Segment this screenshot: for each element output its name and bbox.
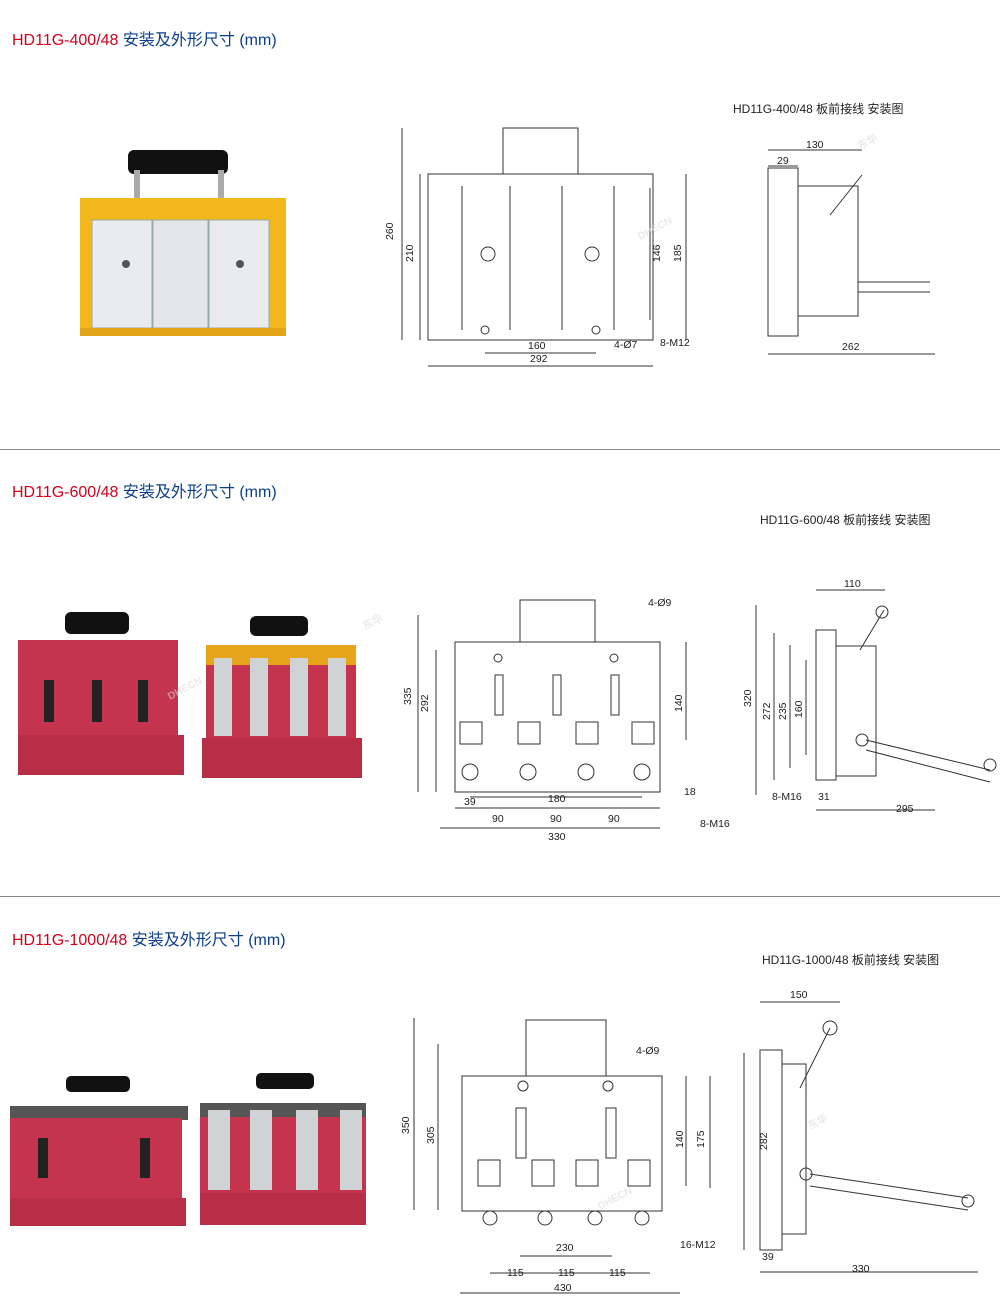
dim-90-c: 90 <box>608 813 620 825</box>
dim-282: 282 <box>758 1132 770 1150</box>
watermark-brand: DHECN <box>166 675 205 703</box>
side-drawing-400 <box>767 149 935 355</box>
drawing-title-600: HD11G-600/48 板前接线 安装图 <box>760 513 931 527</box>
dim-330-side: 330 <box>852 1263 870 1275</box>
watermark-brand: DHECN <box>636 215 675 243</box>
dim-140: 140 <box>674 1130 686 1148</box>
model-label: HD11G-600/48 <box>12 484 119 501</box>
watermark-cn: 东华 <box>360 611 385 633</box>
drawing-title-1000: HD11G-1000/48 板前接线 安装图 <box>762 953 940 967</box>
dim-350: 350 <box>400 1116 412 1134</box>
section-divider-1 <box>0 449 1000 450</box>
desc-label: 安装及外形尺寸 (mm) <box>118 32 277 49</box>
watermark-brand: DHECN <box>596 1185 635 1213</box>
dim-bolts-1000: 16-M12 <box>680 1239 716 1251</box>
dim-146: 146 <box>651 244 663 262</box>
product-photo-1000-b <box>200 1073 366 1225</box>
dim-210: 210 <box>404 244 416 262</box>
dim-185: 185 <box>672 244 684 262</box>
side-drawing-1000 <box>743 1001 978 1273</box>
dim-330: 330 <box>548 831 566 843</box>
dim-29: 29 <box>777 155 789 167</box>
dim-115-c: 115 <box>609 1267 626 1279</box>
drawing-title-400: HD11G-400/48 板前接线 安装图 <box>733 102 904 116</box>
dim-260: 260 <box>384 222 396 240</box>
front-drawing-1000 <box>413 1018 711 1294</box>
watermark-cn: 东华 <box>855 131 880 153</box>
dim-305: 305 <box>425 1126 437 1144</box>
product-photo-1000-a <box>10 1076 188 1226</box>
desc-label: 安装及外形尺寸 (mm) <box>118 484 277 501</box>
dim-160: 160 <box>528 340 546 352</box>
dim-180: 180 <box>548 793 566 805</box>
product-photo-600-b <box>202 616 362 778</box>
dim-holes-1000: 4-Ø9 <box>636 1045 660 1057</box>
section-1000-graphics: 4-Ø9 350 305 140 175 230 16-M12 115 115 … <box>10 989 978 1294</box>
section-400-graphics: 260 210 146 185 160 292 4-Ø7 8-M12 130 2… <box>80 127 935 367</box>
dim-holes-400: 4-Ø7 <box>614 339 638 351</box>
dim-335: 335 <box>402 687 414 705</box>
dim-430: 430 <box>554 1282 572 1294</box>
dim-bolts-400: 8-M12 <box>660 337 690 349</box>
dim-holes-600: 4-Ø9 <box>648 597 672 609</box>
dim-115-b: 115 <box>558 1267 575 1279</box>
dim-18: 18 <box>684 786 696 798</box>
watermark-cn: 东华 <box>805 1111 830 1133</box>
section-600-graphics: 4-Ø9 335 292 140 180 39 18 90 90 90 330 … <box>18 578 997 843</box>
dim-39: 39 <box>762 1251 774 1263</box>
dim-150: 150 <box>790 989 808 1001</box>
dim-272: 272 <box>761 702 773 720</box>
dim-31: 31 <box>818 791 830 803</box>
dim-160: 160 <box>793 700 805 718</box>
dim-235: 235 <box>777 702 789 720</box>
dim-90-b: 90 <box>550 813 562 825</box>
dim-262: 262 <box>842 341 860 353</box>
side-drawing-600 <box>755 589 997 811</box>
model-label: HD11G-400/48 <box>12 32 119 49</box>
section-divider-2 <box>0 896 1000 897</box>
dim-230: 230 <box>556 1242 574 1254</box>
dim-295: 295 <box>896 803 914 815</box>
dim-39: 39 <box>464 796 476 808</box>
dim-175: 175 <box>695 1130 707 1148</box>
section-title-1000: HD11G-1000/48 安装及外形尺寸 (mm) <box>12 926 286 950</box>
front-drawing-400 <box>401 127 687 367</box>
dim-130: 130 <box>806 139 824 151</box>
dim-292: 292 <box>419 694 431 712</box>
product-photo-600-a <box>18 612 184 775</box>
dim-115-a: 115 <box>507 1267 524 1279</box>
model-label: HD11G-1000/48 <box>12 932 128 949</box>
desc-label: 安装及外形尺寸 (mm) <box>127 932 286 949</box>
dim-140: 140 <box>673 694 685 712</box>
front-drawing-600 <box>417 599 687 829</box>
section-title-400: HD11G-400/48 安装及外形尺寸 (mm) <box>12 26 277 50</box>
dim-bolts-side-600: 8-M16 <box>772 791 802 803</box>
section-title-600: HD11G-600/48 安装及外形尺寸 (mm) <box>12 478 277 502</box>
dim-110: 110 <box>844 578 861 590</box>
dim-320: 320 <box>742 689 754 707</box>
dim-292: 292 <box>530 353 548 365</box>
dim-90-a: 90 <box>492 813 504 825</box>
dim-bolts-600: 8-M16 <box>700 818 730 830</box>
product-photo-400 <box>80 150 286 336</box>
